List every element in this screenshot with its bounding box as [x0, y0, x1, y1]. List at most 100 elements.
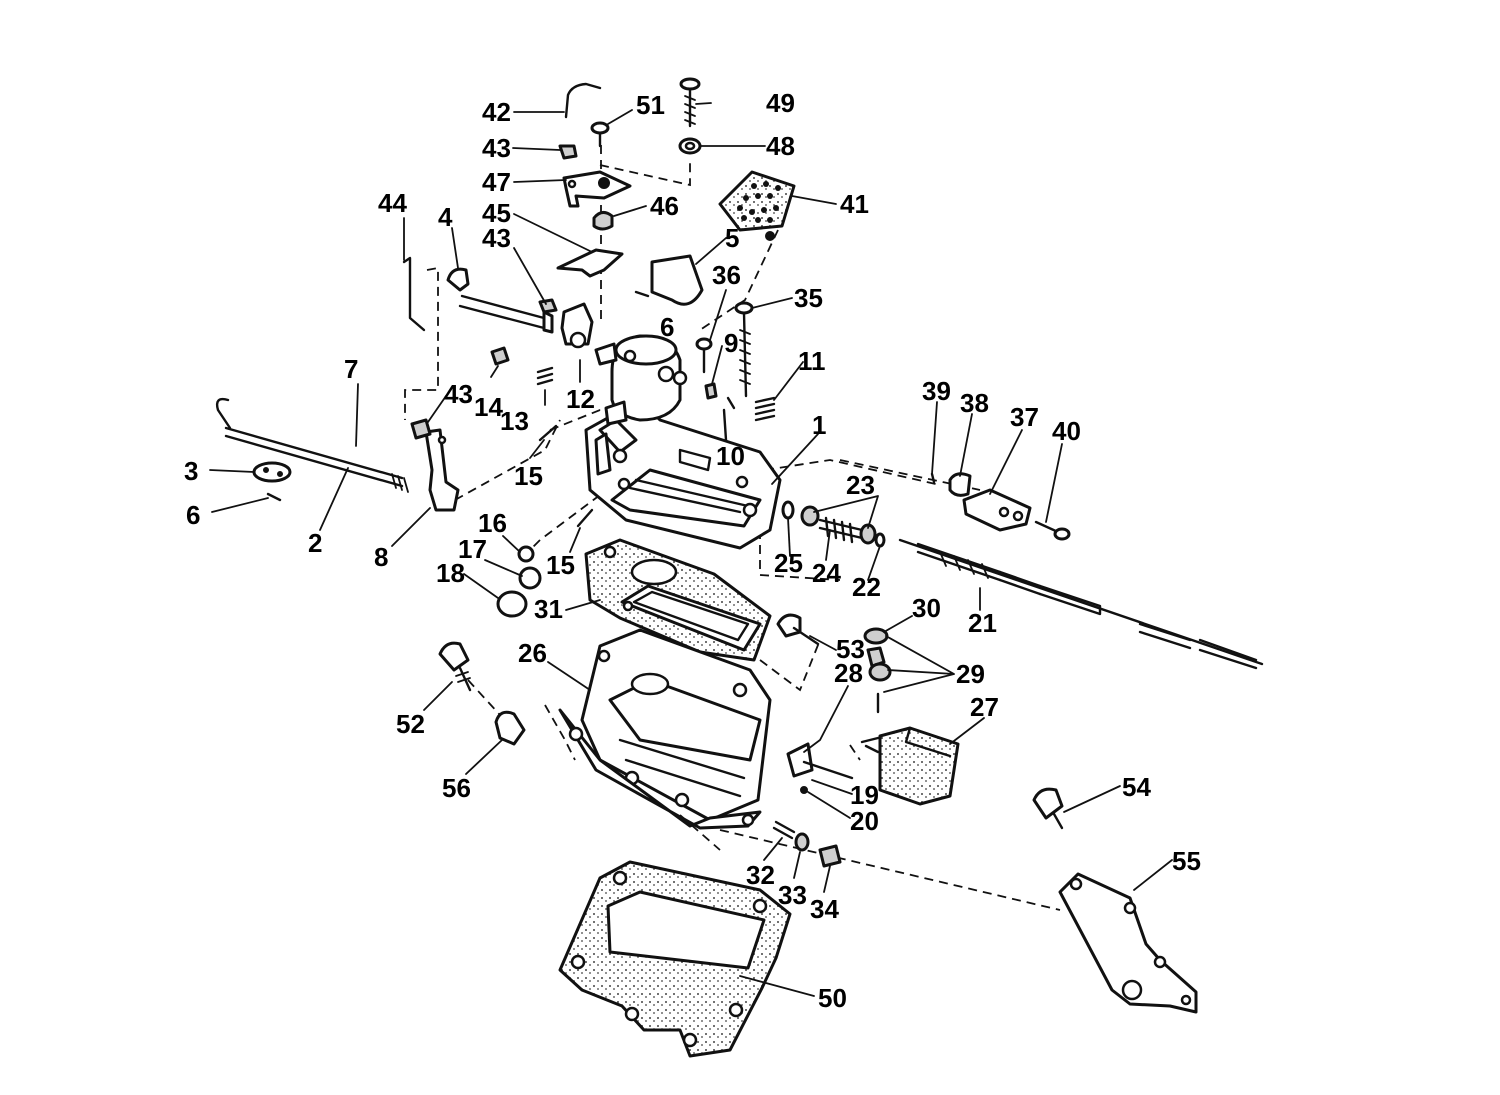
callout-23: 23 [846, 470, 875, 500]
part-25-ring [781, 500, 795, 520]
callout-18: 18 [436, 558, 465, 588]
callout-31: 31 [534, 594, 563, 624]
callout-21: 21 [968, 608, 997, 638]
part-23-washer-a [800, 505, 820, 527]
part-27-float [860, 726, 960, 806]
callout-17: 17 [458, 534, 487, 564]
callout-55: 55 [1172, 846, 1201, 876]
callout-32: 32 [746, 860, 775, 890]
callout-12: 12 [566, 384, 595, 414]
part-17-ring [518, 566, 542, 590]
callout-24: 24 [812, 558, 841, 588]
callout-14: 14 [474, 392, 503, 422]
part-33-washer [794, 832, 810, 852]
callout-19: 19 [850, 780, 879, 810]
callout-5: 5 [725, 223, 739, 253]
part-10-needle [722, 408, 728, 442]
callout-48: 48 [766, 131, 795, 161]
callout-39: 39 [922, 376, 951, 406]
part-32-spring [772, 820, 796, 840]
part-8-lever [424, 428, 460, 512]
part-54-bolt [1032, 787, 1064, 830]
part-43-nut-mid [538, 298, 558, 314]
parts [215, 77, 1264, 1058]
callout-16: 16 [478, 508, 507, 538]
callout-49: 49 [766, 88, 795, 118]
part-15-screw-upper [538, 424, 558, 442]
part-4-shaft [446, 267, 554, 334]
callout-7: 7 [344, 354, 358, 384]
callout-51: 51 [636, 90, 665, 120]
part-3-disc [252, 461, 292, 483]
leader-lines [209, 102, 1173, 997]
callout-33: 33 [778, 880, 807, 910]
part-49-screw [679, 77, 701, 128]
part-39-pin [930, 472, 936, 484]
callout-22: 22 [852, 572, 881, 602]
callout-6-upper: 6 [660, 312, 674, 342]
callout-27: 27 [970, 692, 999, 722]
callout-3: 3 [184, 456, 198, 486]
callout-30: 30 [912, 593, 941, 623]
callout-20: 20 [850, 806, 879, 836]
part-44-link [402, 256, 426, 332]
callout-36: 36 [712, 260, 741, 290]
part-5-plate [650, 254, 704, 306]
callout-52: 52 [396, 709, 425, 739]
part-56-clip [494, 710, 526, 746]
part-19-hinge [786, 742, 854, 780]
part-22-ring [874, 532, 886, 548]
callout-50: 50 [818, 983, 847, 1013]
part-13-spring [536, 366, 554, 386]
callout-56: 56 [442, 773, 471, 803]
callout-15-lower: 15 [546, 550, 575, 580]
part-26-float-bowl [558, 628, 772, 830]
callout-45: 45 [482, 198, 511, 228]
part-31-gasket [584, 538, 772, 662]
callout-41: 41 [840, 189, 869, 219]
callout-15-upper: 15 [514, 461, 543, 491]
part-51-screw [590, 121, 610, 148]
part-55-bracket [1058, 872, 1198, 1014]
part-2-throttle-shaft [215, 397, 409, 493]
part-41-filter [718, 170, 796, 241]
part-36-jet [695, 337, 713, 374]
callout-40: 40 [1052, 416, 1081, 446]
callout-13: 13 [500, 406, 529, 436]
callout-47: 47 [482, 167, 511, 197]
part-6-screw-lower [266, 492, 282, 502]
callout-46: 46 [650, 191, 679, 221]
part-28-valve [866, 646, 886, 668]
callout-54: 54 [1122, 772, 1151, 802]
part-50-adapter [558, 860, 792, 1058]
part-37-housing [962, 488, 1032, 532]
callout-4: 4 [438, 202, 453, 232]
callout-29: 29 [956, 659, 985, 689]
callout-38: 38 [960, 388, 989, 418]
callout-37: 37 [1010, 402, 1039, 432]
callout-43-top: 43 [482, 133, 511, 163]
callout-43-mid: 43 [482, 223, 511, 253]
callout-11: 11 [798, 346, 826, 376]
part-6-screw-upper [634, 290, 650, 298]
callout-8: 8 [374, 542, 388, 572]
part-15-screw-lower [576, 508, 594, 528]
callout-25: 25 [774, 548, 803, 578]
part-12-lever [560, 302, 594, 349]
part-29-seat [868, 662, 892, 682]
part-48-washer [678, 137, 702, 155]
callout-2: 2 [308, 528, 322, 558]
part-53-screw [776, 613, 820, 646]
part-21-needle-valve [898, 538, 1264, 670]
part-45-plate [556, 248, 624, 278]
part-9-pin [726, 396, 736, 410]
part-40-screw [1034, 520, 1071, 541]
part-14-nut [490, 346, 510, 366]
callout-6-lower: 6 [186, 500, 200, 530]
part-11-spring [754, 396, 776, 422]
callout-44: 44 [378, 188, 407, 218]
part-20-pin [800, 786, 808, 794]
part-46-grommet [592, 211, 614, 231]
part-35-screw [734, 301, 754, 398]
